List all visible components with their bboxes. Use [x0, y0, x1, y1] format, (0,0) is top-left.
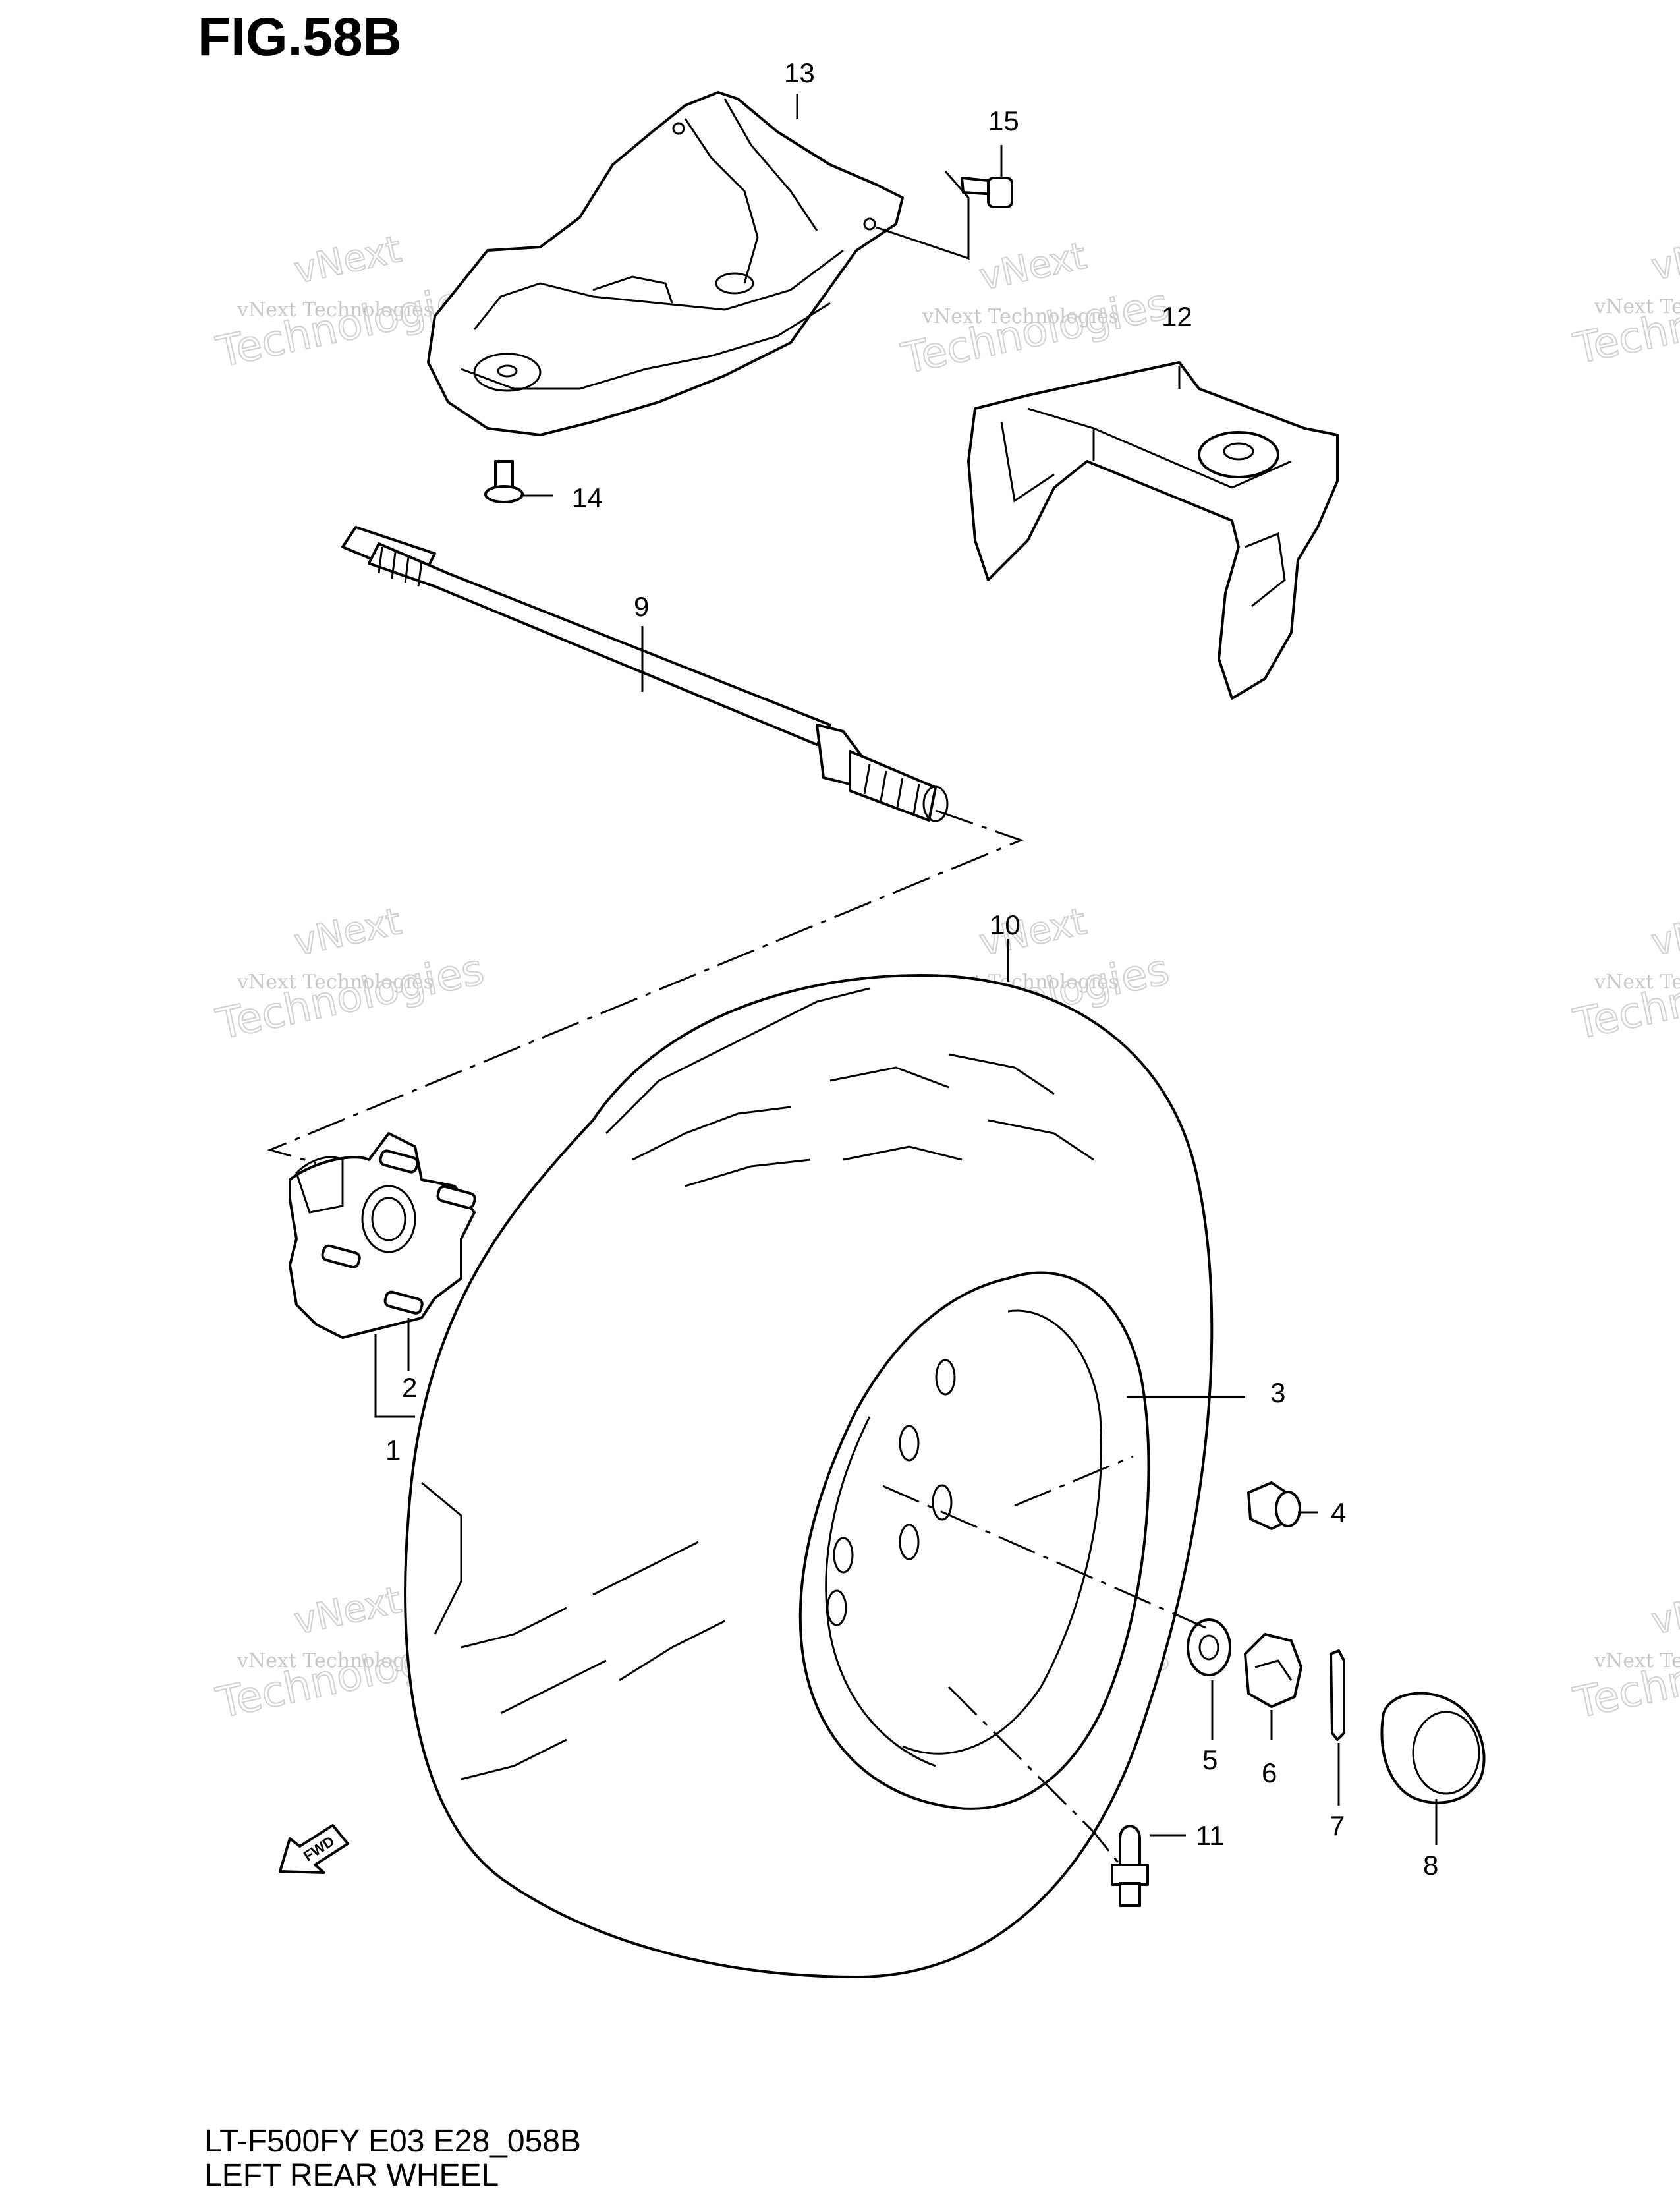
svg-text:vNext Technologies: vNext Technologies — [1594, 1649, 1680, 1672]
callout-5: 5 — [1202, 1744, 1218, 1775]
callout-10: 10 — [990, 909, 1021, 940]
callout-9: 9 — [634, 591, 649, 622]
callout-11: 11 — [1196, 1820, 1225, 1851]
alignment-lines — [267, 809, 1206, 1865]
svg-text:vNext Technologies: vNext Technologies — [922, 305, 1119, 328]
watermark: vNext vNext Technologies Technologies — [1569, 1578, 1680, 1729]
figure-caption: LEFT REAR WHEEL — [204, 2158, 499, 2193]
watermark: vNext vNext Technologies Technologies — [211, 899, 489, 1050]
part-14-bolt — [484, 460, 524, 503]
part-4-nut — [1247, 1481, 1301, 1530]
svg-text:vNext: vNext — [976, 235, 1090, 299]
svg-text:vNext: vNext — [1648, 1579, 1680, 1643]
part-9-axle-shaft — [341, 526, 949, 822]
callout-2: 2 — [402, 1372, 417, 1403]
svg-text:vNext Technologies: vNext Technologies — [237, 1649, 434, 1672]
callout-6: 6 — [1262, 1757, 1277, 1788]
svg-text:vNext Technologies: vNext Technologies — [1594, 295, 1680, 318]
watermark: vNext vNext Technologies Technologies — [1569, 224, 1680, 375]
svg-text:vNext: vNext — [291, 900, 405, 965]
part-6-castle-nut — [1244, 1633, 1302, 1708]
part-8-hub-cap — [1380, 1692, 1486, 1804]
svg-text:vNext Technologies: vNext Technologies — [237, 971, 434, 994]
svg-text:Technologies: Technologies — [212, 946, 488, 1050]
part-2-studs — [321, 1149, 476, 1315]
watermark: vNext vNext Technologies Technologies — [897, 234, 1174, 385]
part-5-washer — [1187, 1618, 1231, 1676]
callouts: 1 2 3 4 5 6 7 8 9 10 11 12 13 14 15 — [385, 57, 1438, 1881]
callout-12: 12 — [1162, 301, 1192, 332]
callout-4: 4 — [1331, 1497, 1346, 1528]
figure-title: FIG.58B — [198, 7, 402, 67]
svg-text:Technologies: Technologies — [897, 280, 1173, 384]
part-7-cotter-pin — [1330, 1649, 1345, 1741]
part-12-bracket — [967, 361, 1339, 700]
svg-text:vNext: vNext — [291, 1579, 405, 1643]
callout-7: 7 — [1330, 1810, 1345, 1841]
callout-15: 15 — [988, 105, 1019, 136]
leader-lines — [374, 94, 1438, 1845]
part-3-wheel-rim — [798, 1271, 1150, 1810]
fwd-arrow-icon: FWD — [279, 1824, 349, 1874]
callout-14: 14 — [572, 482, 603, 513]
svg-text:vNext: vNext — [1648, 900, 1680, 965]
svg-text:vNext: vNext — [291, 228, 405, 293]
part-1-hub — [289, 1132, 476, 1339]
callout-8: 8 — [1423, 1850, 1438, 1881]
part-15-bolt — [876, 171, 1013, 260]
model-code: LT-F500FY E03 E28_058B — [204, 2124, 581, 2159]
watermark: vNext vNext Technologies Technologies — [1569, 899, 1680, 1050]
part-13-guard — [427, 91, 904, 436]
svg-text:vNext: vNext — [1648, 225, 1680, 289]
part-11-valve — [1111, 1825, 1149, 1907]
svg-text:vNext Technologies: vNext Technologies — [237, 299, 434, 322]
callout-13: 13 — [784, 57, 815, 88]
callout-1: 1 — [385, 1435, 401, 1466]
callout-3: 3 — [1270, 1377, 1285, 1408]
svg-text:vNext Technologies: vNext Technologies — [1594, 971, 1680, 994]
